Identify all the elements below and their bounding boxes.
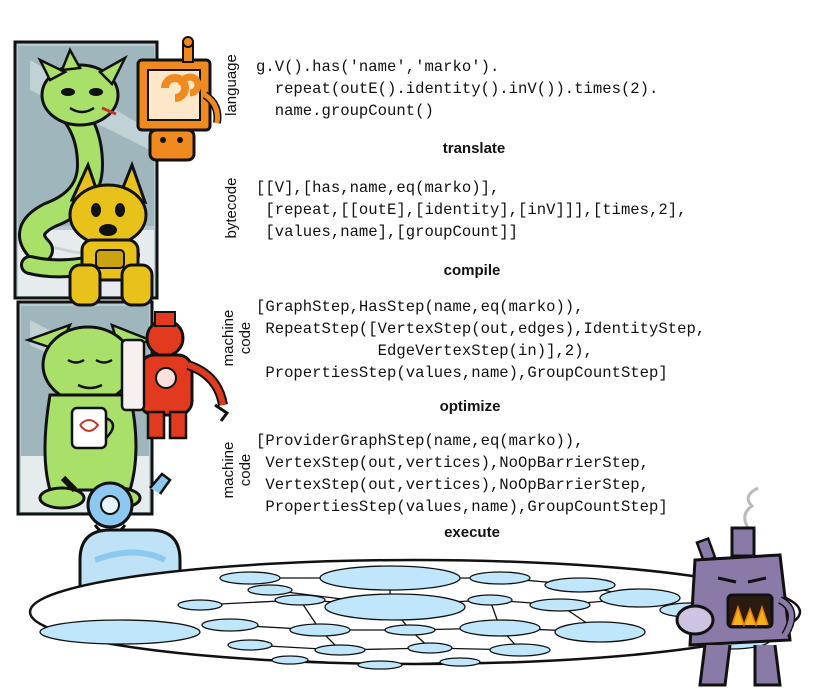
- step-label-translate: translate: [442, 140, 506, 157]
- code-block-bytecode: [[V],[has,name,eq(marko)], [repeat,[[out…: [256, 179, 687, 241]
- orange-square-robot-character: [136, 36, 222, 162]
- step-label-optimize: optimize: [439, 398, 501, 415]
- yellow-dog-character: [68, 160, 154, 307]
- stage-label-machine-code-1: machine code: [220, 309, 254, 367]
- stage-label-bytecode: bytecode: [223, 177, 240, 239]
- gremlin-with-mug-character: [24, 322, 154, 510]
- step-label-execute: execute: [444, 524, 500, 541]
- stage-label-machine-code-2: machine code: [220, 441, 254, 499]
- code-block-machine-code-optimized: [ProviderGraphStep(name,eq(marko)), Vert…: [256, 432, 668, 516]
- purple-furnace-character: [675, 486, 796, 687]
- code-block-machine-code-compiled: [GraphStep,HasStep(name,eq(marko)), Repe…: [256, 298, 706, 382]
- code-block-language: g.V().has('name','marko'). repeat(outE()…: [256, 58, 659, 120]
- step-label-compile: compile: [443, 262, 501, 279]
- red-robot-character: [120, 311, 230, 440]
- stage-label-language: language: [223, 54, 240, 116]
